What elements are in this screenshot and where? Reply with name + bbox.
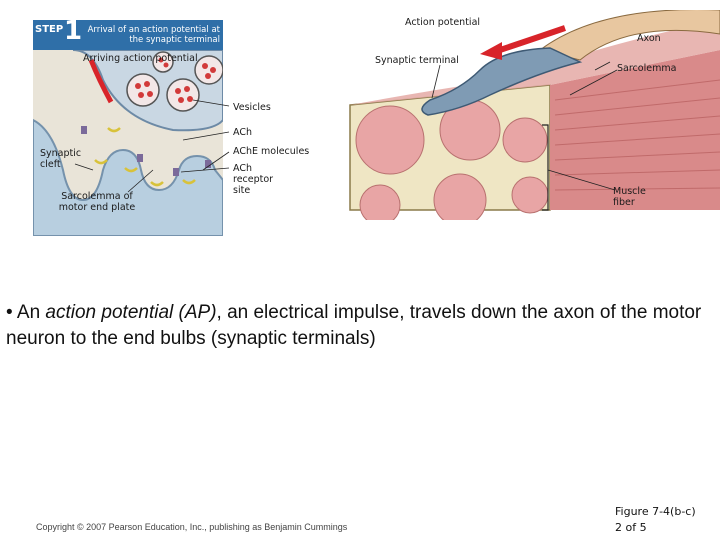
label-ache-molecules: AChE molecules [233,146,310,157]
leader-lines [431,61,618,191]
arriving-ap-streak [88,59,114,104]
label-ach: ACh [233,127,252,138]
label-axon: Axon [637,33,661,44]
vesicles-group [126,51,223,112]
body-paragraph: • An action potential (AP), an electrica… [6,300,718,352]
ach-receptors [81,126,211,176]
label-sarcolemma: Sarcolemma [617,63,677,74]
step-number: 1 [64,16,83,46]
sentence-emphasis: action potential (AP) [45,302,217,323]
muscle-striations [554,79,720,191]
label-ach-receptor-site: ACh receptor site [233,163,274,196]
label-action-potential: Action potential [405,17,481,28]
synaptic-terminal [421,47,583,116]
muscle-fiber-bracket [542,124,549,211]
step-badge: STEP [35,24,64,35]
figure-number: Figure 7-4(b-c) [615,505,696,518]
label-vesicles: Vesicles [233,102,271,113]
action-potential-arrowhead [480,42,502,60]
figure-page: 2 of 5 [615,521,647,534]
label-muscle-fiber: Muscle fiber [613,186,646,208]
muscle-fiber-surface [550,50,720,210]
bullet-marker: • [6,302,13,323]
label-synaptic-cleft: Synaptic cleft [40,148,82,170]
inset-leader-lines [74,99,230,193]
step-title: Arrival of an action potential at the sy… [87,25,220,45]
sentence-part-2: , an electrical impulse, travels down th… [6,302,702,349]
label-sarcolemma-motor-end-plate: Sarcolemma of motor end plate [58,191,136,213]
myofibrils [355,99,549,220]
step-header [33,20,223,50]
neuromuscular-junction-illustration [349,10,720,220]
action-potential-arrow-shaft [499,25,566,53]
ache-molecules [94,127,196,187]
sentence-part-1: An [16,302,46,323]
label-arriving-action-potential: Arriving action potential [83,53,198,64]
label-synaptic-terminal: Synaptic terminal [375,55,459,66]
copyright-notice: Copyright © 2007 Pearson Education, Inc.… [36,522,348,532]
synapse-illustration [33,49,223,236]
figure-reference: Figure 7-4(b-c) 2 of 5 [615,504,696,536]
synapse-inset [33,20,223,236]
